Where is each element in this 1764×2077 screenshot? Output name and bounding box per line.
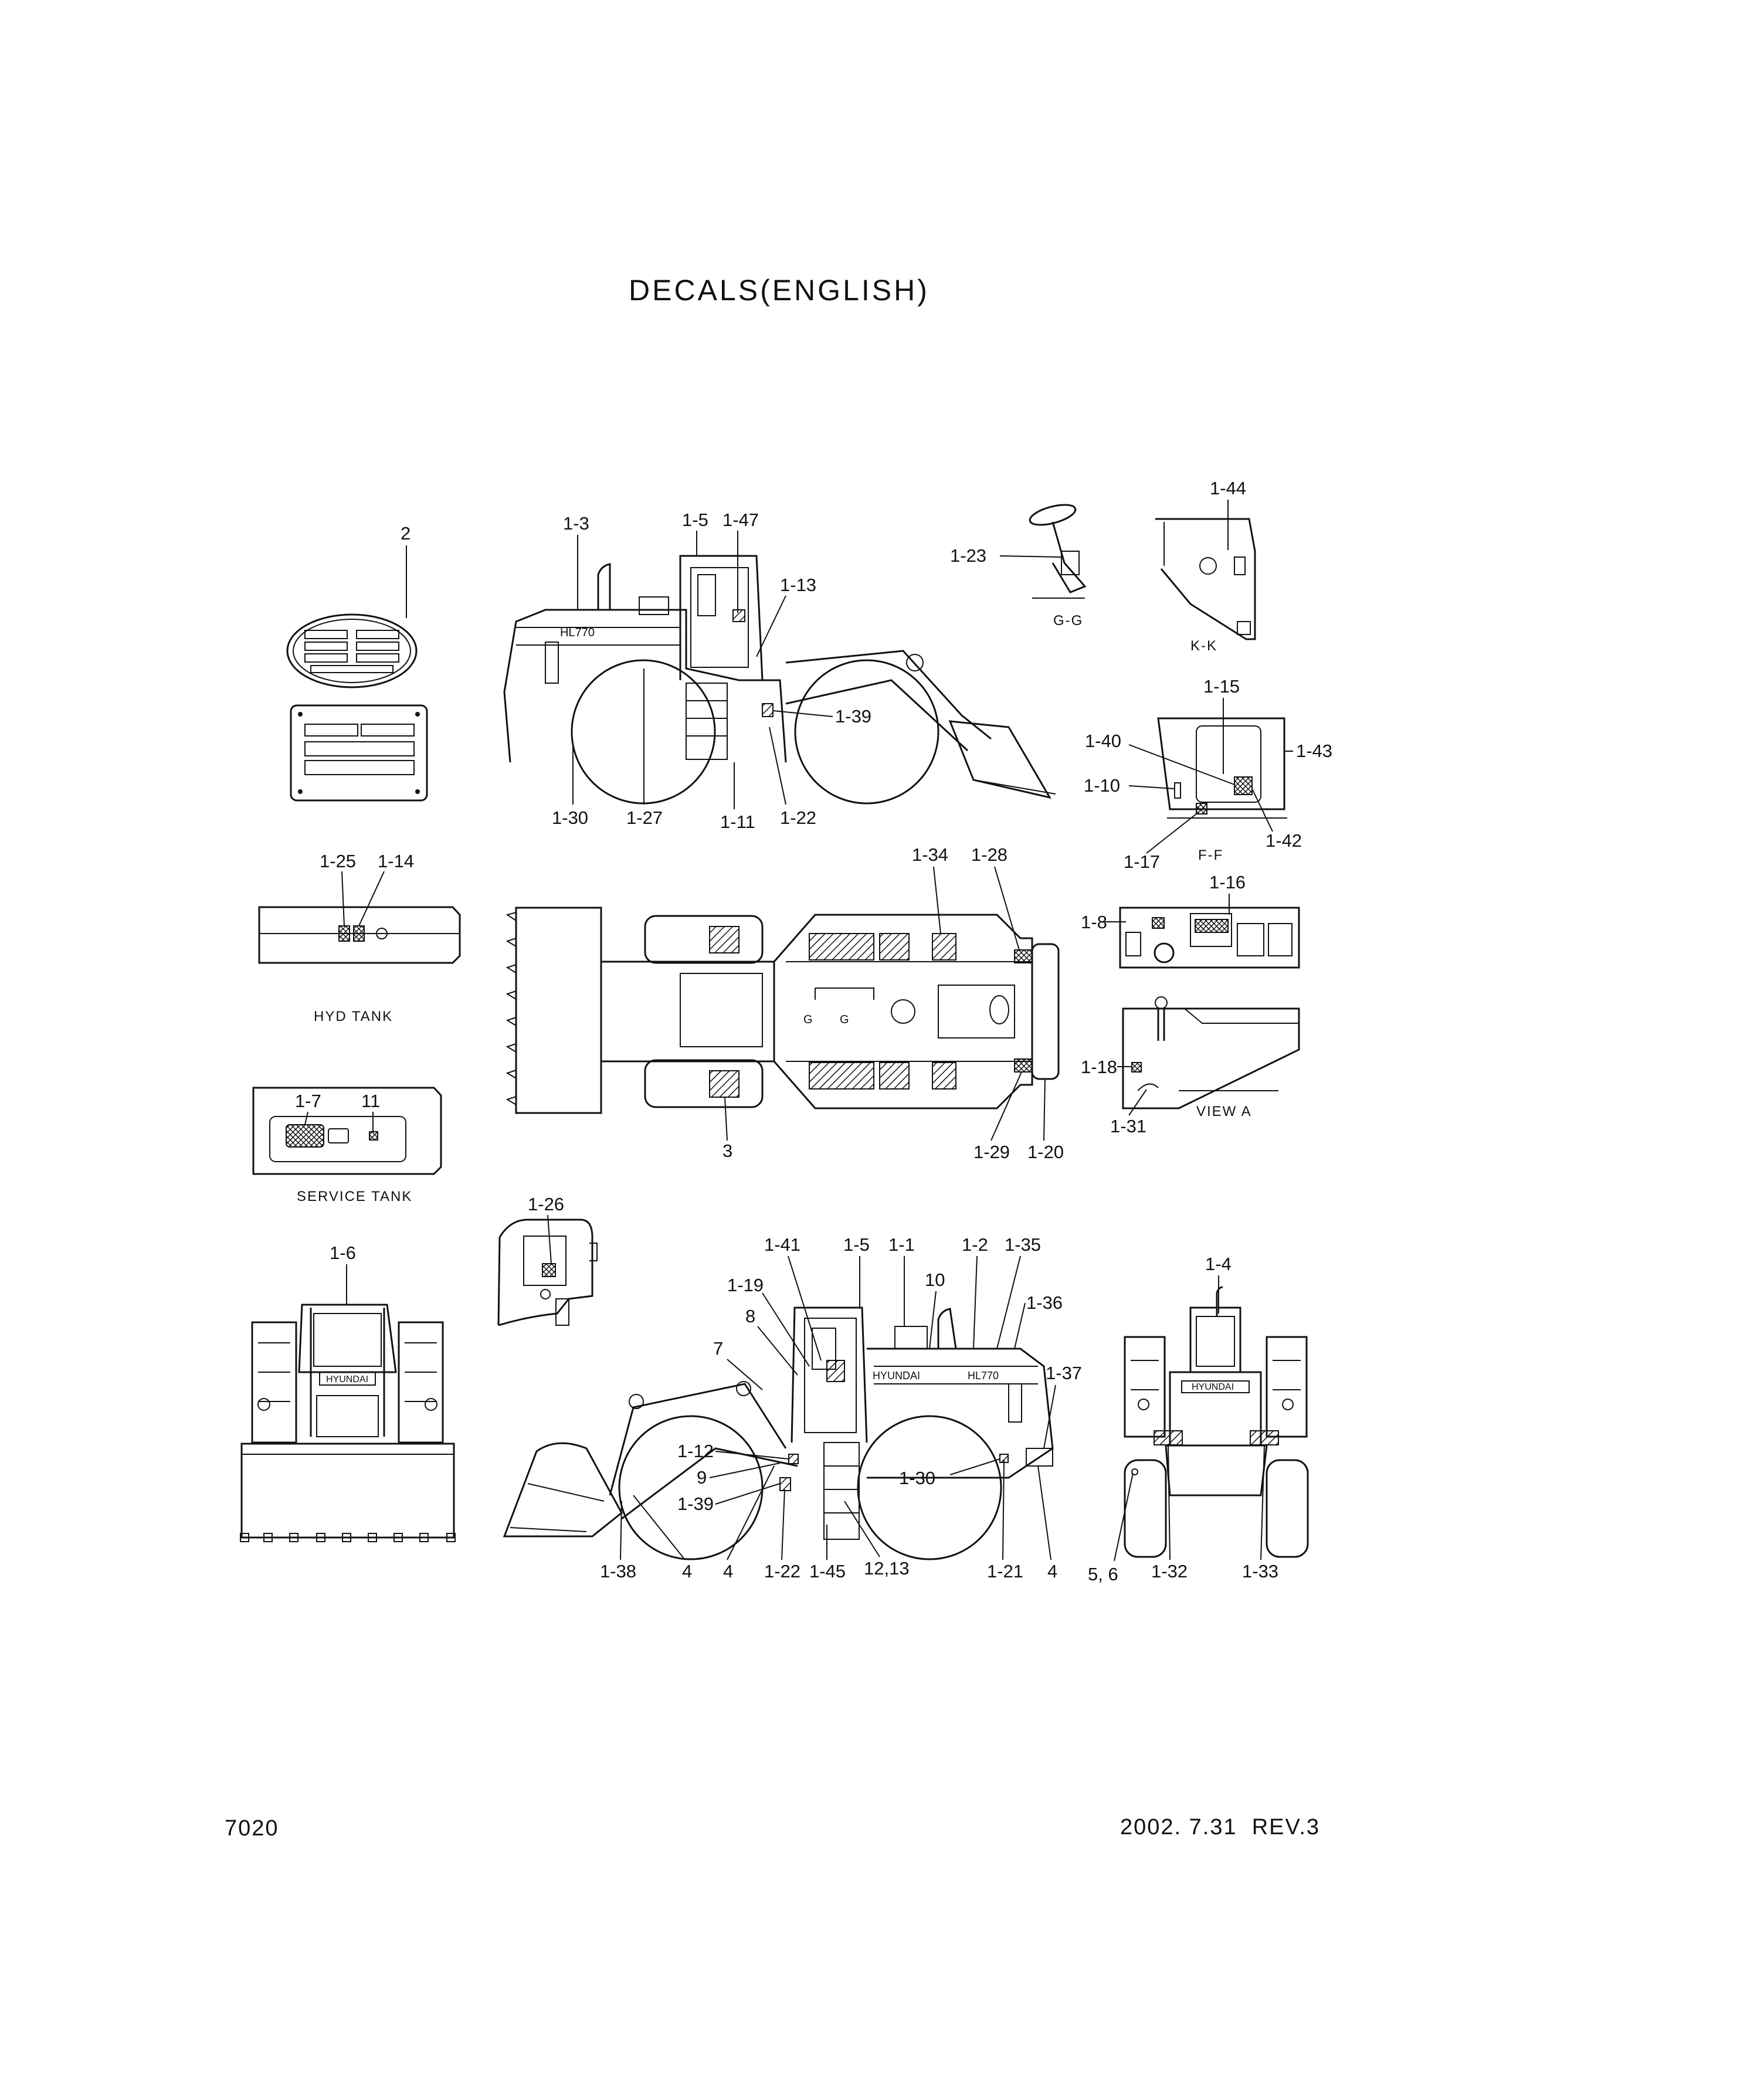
section-gg-steering <box>1029 504 1087 599</box>
decal-plate-rect <box>290 704 428 802</box>
callout-1-28: 1-28 <box>971 844 1007 865</box>
callout-1-22-b: 1-22 <box>764 1561 800 1581</box>
callout-1-16: 1-16 <box>1209 872 1246 892</box>
callout-1-6: 1-6 <box>330 1243 356 1263</box>
callout-4-b: 4 <box>723 1561 733 1581</box>
callout-8: 8 <box>745 1306 755 1326</box>
callout-1-20: 1-20 <box>1027 1142 1064 1162</box>
callout-2: 2 <box>401 523 411 544</box>
callout-1-31: 1-31 <box>1110 1116 1146 1136</box>
loader-rear-view: HYUNDAI <box>1124 1286 1309 1558</box>
page-title: DECALS(ENGLISH) <box>629 274 930 307</box>
callout-1-32: 1-32 <box>1151 1561 1188 1581</box>
view-a-panels <box>1119 907 1300 1109</box>
section-ff-cab <box>1157 717 1287 819</box>
detail-1-26 <box>497 1219 598 1326</box>
callout-7: 7 <box>713 1338 723 1359</box>
callout-1-12: 1-12 <box>677 1441 714 1461</box>
callout-1-44: 1-44 <box>1210 478 1246 498</box>
callout-1-36: 1-36 <box>1026 1292 1063 1313</box>
callout-1-11: 1-11 <box>720 812 755 832</box>
callout-1-2: 1-2 <box>962 1234 988 1255</box>
loader-side-view-top: HL770 <box>503 555 1056 805</box>
service-tank <box>252 1087 442 1175</box>
callout-1-42: 1-42 <box>1266 830 1302 851</box>
callout-1-4: 1-4 <box>1205 1254 1232 1274</box>
callout-1-21: 1-21 <box>987 1561 1023 1581</box>
callout-1-35: 1-35 <box>1005 1234 1041 1255</box>
callout-1-41: 1-41 <box>764 1234 800 1255</box>
callout-1-7: 1-7 <box>295 1091 321 1111</box>
callout-1-30: 1-30 <box>552 807 588 828</box>
section-mark-g-right: G <box>840 1013 849 1026</box>
callout-1-10: 1-10 <box>1084 775 1120 796</box>
callout-1-47: 1-47 <box>722 510 759 530</box>
decal-plate-oval <box>286 613 418 688</box>
callout-1-40: 1-40 <box>1085 731 1121 751</box>
callout-1-29: 1-29 <box>973 1142 1010 1162</box>
callout-1-22: 1-22 <box>780 807 816 828</box>
callout-3: 3 <box>722 1141 732 1161</box>
caption-section-ff: F-F <box>1198 847 1223 863</box>
plate-brand-rear: HYUNDAI <box>1192 1382 1234 1392</box>
hyd-tank <box>258 906 461 964</box>
callout-1-23: 1-23 <box>950 545 986 566</box>
callout-11: 11 <box>361 1091 380 1111</box>
callout-1-39-b: 1-39 <box>677 1494 714 1514</box>
page-code: 7020 <box>225 1816 279 1841</box>
callout-1-34: 1-34 <box>912 844 948 865</box>
callout-1-15: 1-15 <box>1203 676 1240 697</box>
callout-1-5: 1-5 <box>682 510 708 530</box>
callout-1-17: 1-17 <box>1124 851 1160 872</box>
callout-1-27: 1-27 <box>626 807 663 828</box>
callout-4-a: 4 <box>682 1561 692 1581</box>
callout-9: 9 <box>697 1467 707 1488</box>
plate-model-side-bottom: HL770 <box>968 1370 999 1382</box>
caption-section-kk: K-K <box>1190 638 1217 654</box>
section-mark-g-left: G <box>803 1013 813 1026</box>
callout-4-c: 4 <box>1047 1561 1057 1581</box>
callout-1-45: 1-45 <box>809 1561 846 1581</box>
plate-model-side: HL770 <box>560 626 595 639</box>
date-revision: 2002. 7.31 REV.3 <box>1120 1815 1320 1840</box>
callout-1-30-b: 1-30 <box>899 1468 935 1488</box>
plate-brand-side: HYUNDAI <box>873 1370 920 1382</box>
caption-view-a: VIEW A <box>1196 1104 1252 1119</box>
callout-1-26: 1-26 <box>528 1194 564 1214</box>
callout-1-1: 1-1 <box>888 1234 915 1255</box>
loader-plan-view: G G <box>506 907 1060 1114</box>
plate-brand-front: HYUNDAI <box>326 1375 368 1384</box>
callout-1-19: 1-19 <box>727 1275 764 1295</box>
callout-1-5-b: 1-5 <box>843 1234 870 1255</box>
callout-1-37: 1-37 <box>1046 1363 1082 1383</box>
caption-section-gg: G-G <box>1053 613 1083 629</box>
callout-1-25: 1-25 <box>320 851 356 871</box>
caption-service-tank: SERVICE TANK <box>297 1189 412 1204</box>
callout-1-18: 1-18 <box>1081 1057 1117 1077</box>
callout-12-13: 12,13 <box>864 1558 910 1579</box>
loader-side-view-bottom: HYUNDAI HL770 <box>503 1306 1054 1560</box>
callout-1-3: 1-3 <box>563 513 589 534</box>
loader-front-view: HYUNDAI <box>240 1304 456 1542</box>
callout-1-8: 1-8 <box>1081 912 1107 932</box>
callout-10: 10 <box>925 1270 945 1290</box>
callout-1-33: 1-33 <box>1242 1561 1278 1581</box>
callout-1-13: 1-13 <box>780 575 816 595</box>
callout-1-14: 1-14 <box>378 851 414 871</box>
callout-1-39: 1-39 <box>835 706 871 727</box>
section-kk <box>1155 518 1256 640</box>
callout-5-6: 5, 6 <box>1088 1564 1118 1584</box>
callout-1-43: 1-43 <box>1296 741 1332 761</box>
caption-hyd-tank: HYD TANK <box>314 1009 393 1024</box>
callout-1-38: 1-38 <box>600 1561 636 1581</box>
